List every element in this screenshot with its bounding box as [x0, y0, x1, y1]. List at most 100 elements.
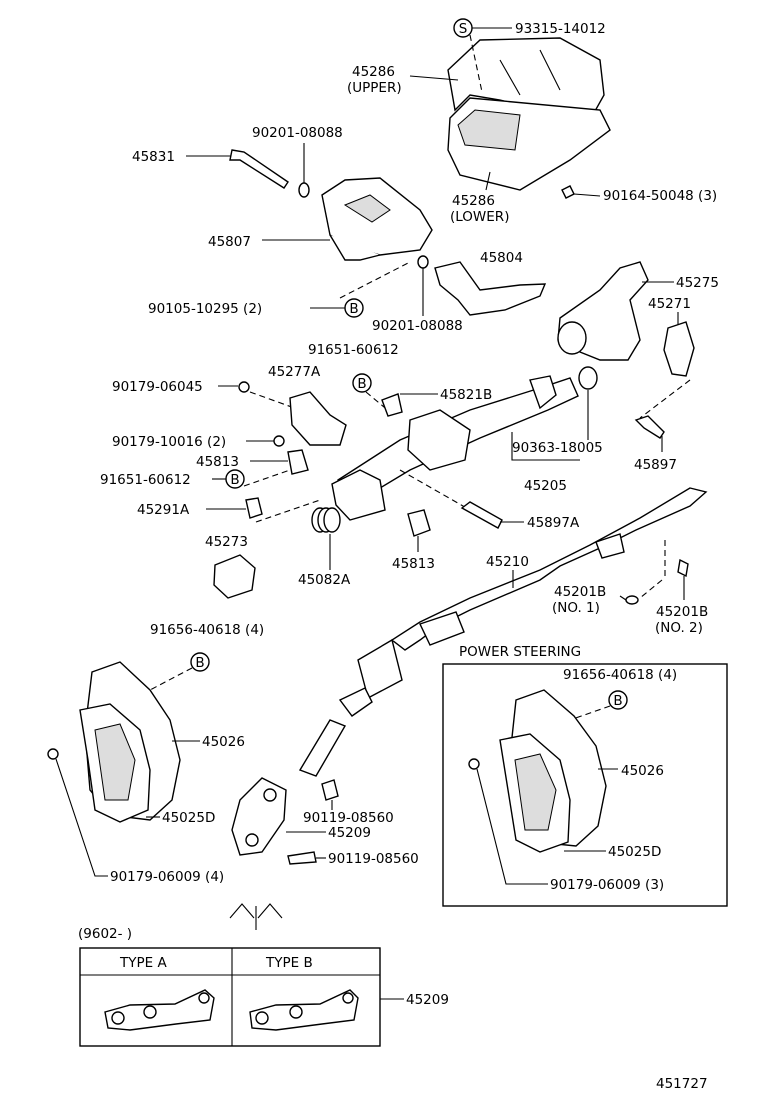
switch-45273: [213, 554, 256, 599]
label-90363-18005: 90363-18005: [512, 440, 603, 456]
bushing-45201B-no1: [625, 595, 639, 605]
label-45821B: 45821B: [440, 387, 492, 403]
boot-45025D-b: [499, 733, 571, 853]
label-45273: 45273: [205, 534, 248, 550]
intermediate-shaft: [298, 638, 403, 777]
label-91656-40618-b: 91656-40618 (4): [563, 667, 677, 683]
washer-90201-a: [298, 182, 310, 198]
label-45025D-b: 45025D: [608, 844, 661, 860]
label-45201B-no1-sub: (NO. 1): [552, 600, 600, 616]
type-table: [79, 947, 381, 1047]
boot-45025D-a: [79, 703, 151, 823]
label-45807: 45807: [208, 234, 251, 250]
label-90179-06009-a: 90179-06009 (4): [110, 869, 224, 885]
marker-b-4-text: B: [195, 655, 204, 671]
label-90105-10295: 90105-10295 (2): [148, 301, 262, 317]
clip-45291A: [245, 497, 263, 519]
label-45205: 45205: [524, 478, 567, 494]
label-45804: 45804: [480, 250, 523, 266]
label-45201B-no1: 45201B: [554, 584, 606, 600]
label-45275: 45275: [676, 275, 719, 291]
bracket-45271: [663, 321, 695, 377]
label-91651-60612-a: 91651-60612: [308, 342, 399, 358]
steering-shaft-45210: [390, 487, 708, 651]
view-arrow-icon: [229, 903, 283, 919]
marker-s-text: S: [459, 21, 468, 37]
type-b-header: TYPE B: [265, 955, 313, 971]
marker-b-3: [225, 469, 245, 489]
label-45210: 45210: [486, 554, 529, 570]
label-45897: 45897: [634, 457, 677, 473]
marker-b-4: [190, 652, 210, 672]
label-45286-upper: 45286: [352, 64, 395, 80]
nut-90179-10016: [273, 435, 285, 447]
label-45209-a: 45209: [328, 825, 371, 841]
label-90201-08088-b: 90201-08088: [372, 318, 463, 334]
marker-b-2-text: B: [357, 376, 366, 392]
label-45813-b: 45813: [392, 556, 435, 572]
universal-joint-45209: [231, 777, 287, 856]
label-45026-b: 45026: [621, 763, 664, 779]
label-90119-08560-a: 90119-08560: [303, 810, 394, 826]
label-45277A: 45277A: [268, 364, 321, 380]
type-a-header: TYPE A: [119, 955, 167, 971]
column-cover-lower: [447, 97, 611, 191]
label-45286-lower-sub: (LOWER): [450, 209, 509, 225]
clip-45813-a: [287, 449, 309, 475]
bracket-45277A: [289, 391, 347, 446]
screw-90164: [561, 185, 575, 199]
bolt-90119-b: [287, 851, 317, 865]
label-90164-50048: 90164-50048 (3): [603, 188, 717, 204]
date-range-label: (9602- ): [78, 926, 132, 942]
bolt-45831: [229, 149, 289, 189]
label-90119-08560-b: 90119-08560: [328, 851, 419, 867]
bolt-90119-a: [321, 779, 339, 801]
marker-b-1-text: B: [349, 301, 358, 317]
label-45291A: 45291A: [137, 502, 190, 518]
spring-45082A: [311, 507, 341, 533]
label-90201-08088-a: 90201-08088: [252, 125, 343, 141]
label-45271: 45271: [648, 296, 691, 312]
part-45804: [434, 261, 547, 316]
power-steering-box: [442, 663, 728, 907]
bolt-45897A: [460, 501, 503, 529]
marker-b-5-text: B: [613, 693, 622, 709]
label-45897A: 45897A: [527, 515, 580, 531]
bearing-90363-18005: [578, 366, 598, 390]
diagram-number: 451727: [656, 1076, 708, 1092]
power-steering-title: POWER STEERING: [459, 644, 581, 660]
bolt-45897: [634, 415, 665, 439]
nut-90179-06009-b: [468, 758, 480, 770]
label-90179-10016: 90179-10016 (2): [112, 434, 226, 450]
label-91656-40618-a: 91656-40618 (4): [150, 622, 264, 638]
label-45201B-no2: 45201B: [656, 604, 708, 620]
nut-90179-06009-a: [47, 748, 59, 760]
bracket-45807: [321, 177, 433, 261]
label-90179-06009-b: 90179-06009 (3): [550, 877, 664, 893]
clip-45813-b: [407, 509, 431, 537]
label-93315-14012: 93315-14012: [515, 21, 606, 37]
washer-90201-b: [417, 255, 429, 269]
label-91651-60612-b: 91651-60612: [100, 472, 191, 488]
clip-45821B: [381, 393, 403, 417]
bushing-45201B-no2: [677, 558, 689, 578]
label-45286-upper-sub: (UPPER): [347, 80, 402, 96]
label-45831: 45831: [132, 149, 175, 165]
housing-45275: [557, 261, 649, 361]
label-45209-b: 45209: [406, 992, 449, 1008]
label-45026-a: 45026: [202, 734, 245, 750]
joint-type-b: [249, 989, 359, 1031]
label-45025D-a: 45025D: [162, 810, 215, 826]
label-45813-a: 45813: [196, 454, 239, 470]
joint-type-a: [104, 989, 215, 1031]
label-45082A: 45082A: [298, 572, 351, 588]
label-45286-lower: 45286: [452, 193, 495, 209]
steering-column-45205: [331, 375, 579, 521]
nut-90179-06045: [238, 381, 250, 393]
marker-b-3-text: B: [230, 472, 239, 488]
label-90179-06045: 90179-06045: [112, 379, 203, 395]
label-45201B-no2-sub: (NO. 2): [655, 620, 703, 636]
marker-b-2: [352, 373, 372, 393]
marker-b-5: [608, 690, 628, 710]
